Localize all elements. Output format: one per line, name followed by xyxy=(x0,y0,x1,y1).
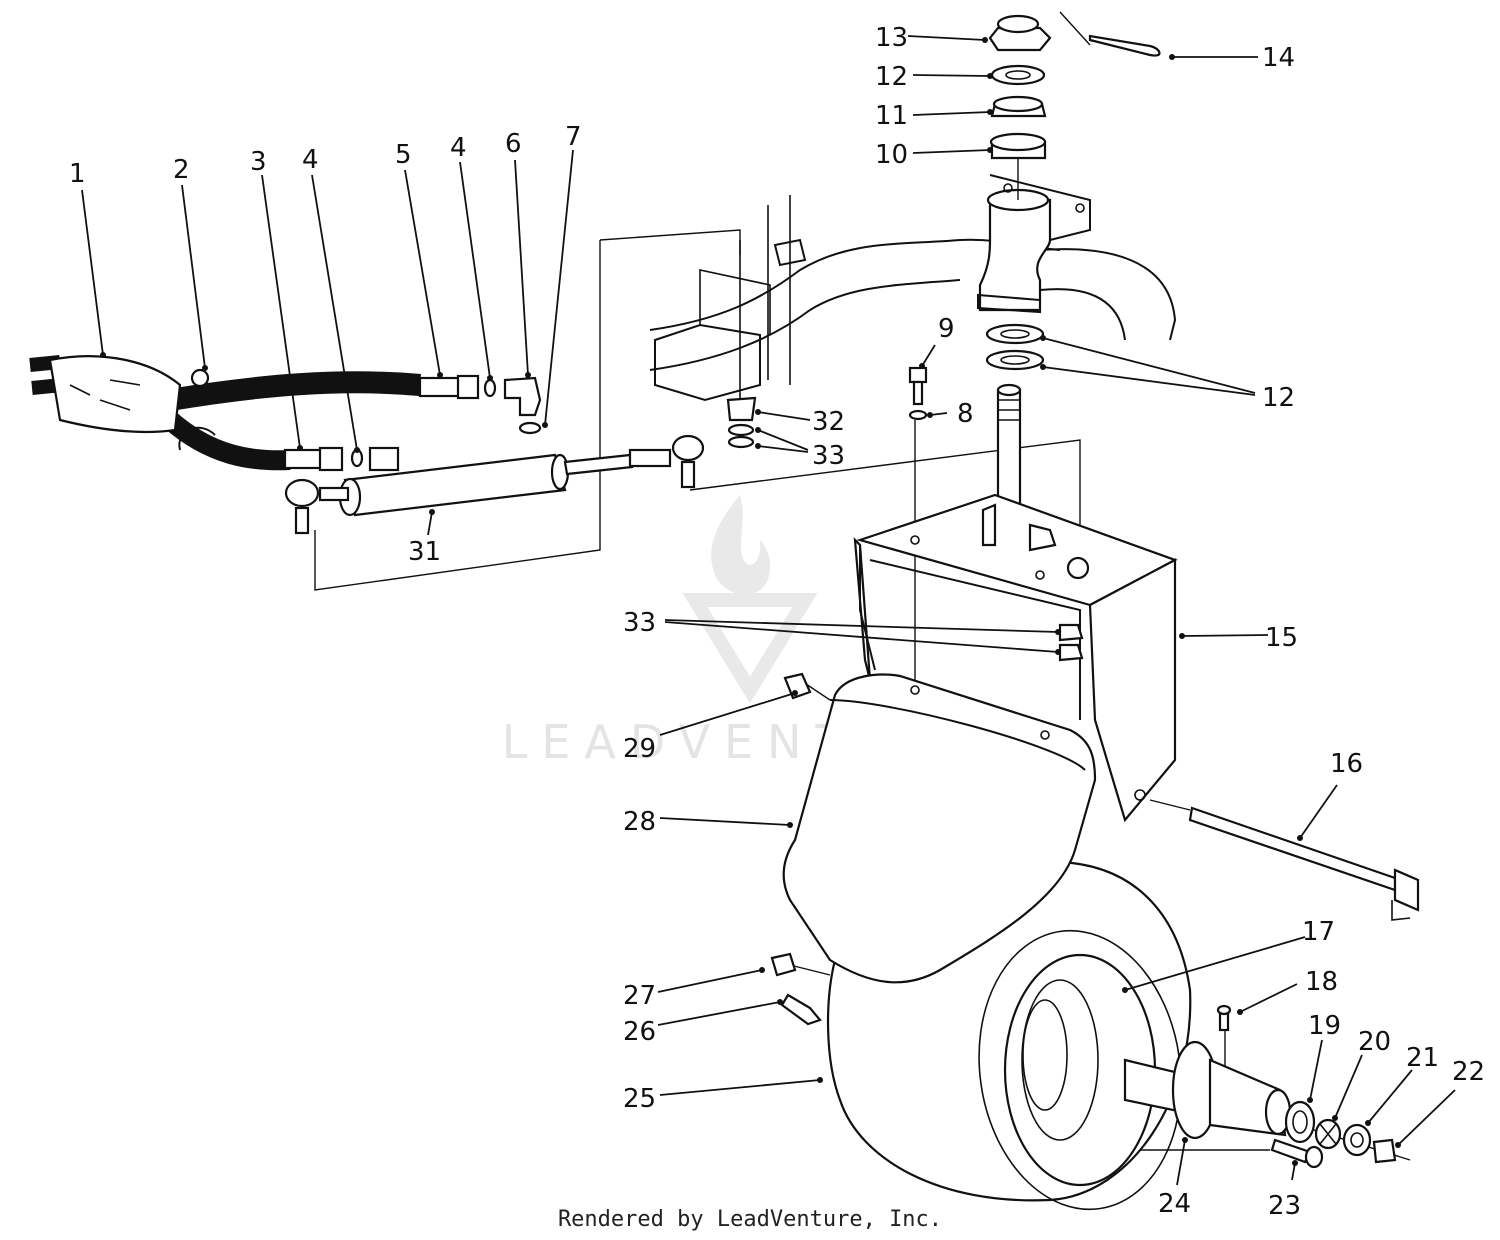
callout-8: 8 xyxy=(957,399,974,429)
callout-14: 14 xyxy=(1262,43,1295,73)
callout-9: 9 xyxy=(938,314,955,344)
axle-bolt xyxy=(1188,806,1420,921)
callout-24: 24 xyxy=(1158,1189,1191,1219)
callout-33b: 33 xyxy=(623,608,656,638)
callout-22: 22 xyxy=(1452,1057,1485,1087)
callout-12b: 12 xyxy=(1262,383,1295,413)
callout-5: 5 xyxy=(395,140,412,170)
callout-2: 2 xyxy=(173,155,190,185)
callout-23: 23 xyxy=(1268,1191,1301,1221)
callout-4b: 4 xyxy=(450,133,467,163)
callout-26: 26 xyxy=(623,1017,656,1047)
caster-fork xyxy=(853,383,1178,823)
frame xyxy=(649,174,1177,402)
callout-3: 3 xyxy=(250,147,267,177)
callout-17: 17 xyxy=(1302,917,1335,947)
callout-13: 13 xyxy=(875,23,908,53)
callout-7: 7 xyxy=(565,122,582,152)
footer-credit: Rendered by LeadVenture, Inc. xyxy=(558,1207,942,1232)
callout-11: 11 xyxy=(875,101,908,131)
callout-19: 19 xyxy=(1308,1011,1341,1041)
callout-27: 27 xyxy=(623,981,656,1011)
callout-18: 18 xyxy=(1305,967,1338,997)
steering-hardware xyxy=(908,14,1161,421)
hub-assembly xyxy=(1123,1004,1397,1169)
callout-15: 15 xyxy=(1265,623,1298,653)
callout-6: 6 xyxy=(505,129,522,159)
callout-25: 25 xyxy=(623,1084,656,1114)
callout-21: 21 xyxy=(1406,1043,1439,1073)
callout-31: 31 xyxy=(408,537,441,567)
callout-labels: 1 2 3 4 5 4 6 7 8 9 10 11 12 12 13 14 15… xyxy=(69,23,1485,1221)
callout-10: 10 xyxy=(875,140,908,170)
hydraulic-hoses xyxy=(29,355,421,471)
fender xyxy=(782,672,1097,984)
cylinder-assembly xyxy=(283,374,757,535)
callout-28: 28 xyxy=(623,807,656,837)
callout-33a: 33 xyxy=(812,441,845,471)
callout-1: 1 xyxy=(69,159,86,189)
callout-20: 20 xyxy=(1358,1027,1391,1057)
callout-16: 16 xyxy=(1330,749,1363,779)
callout-32: 32 xyxy=(812,407,845,437)
leader-lines xyxy=(81,35,1456,1186)
callout-29: 29 xyxy=(623,734,656,764)
callout-12a: 12 xyxy=(875,62,908,92)
callout-4a: 4 xyxy=(302,145,319,175)
